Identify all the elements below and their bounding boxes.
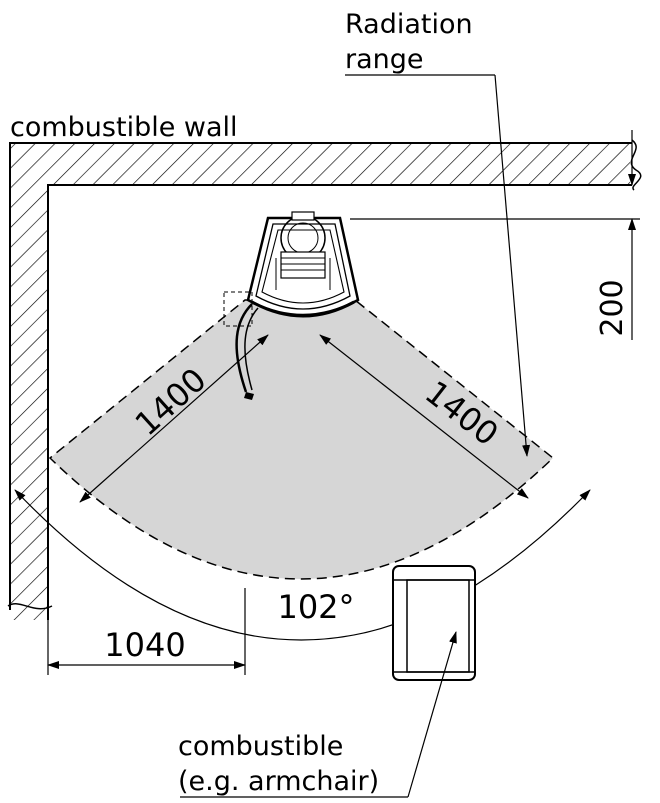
dimension-angle: 102° [14, 489, 591, 641]
leader-armchair [180, 631, 457, 798]
combustible-wall-label: combustible wall [10, 112, 238, 143]
dimension-angle-value: 102° [277, 588, 354, 626]
radiation-range-label-line1: Radiation [345, 9, 473, 40]
leader-radiation-range [345, 74, 531, 457]
dimension-wall-clearance-value: 200 [595, 279, 630, 336]
stove [223, 211, 360, 400]
combustible-wall [7, 139, 642, 620]
dimension-wall-clearance: 200 [350, 130, 640, 340]
armchair [392, 565, 476, 681]
dimension-side-offset-value: 1040 [104, 626, 185, 664]
combustible-object-label-line2: (e.g. armchair) [178, 766, 379, 797]
dimension-side-offset: 1040 [47, 588, 246, 675]
radiation-range-label-line2: range [345, 44, 424, 75]
combustible-object-label-line1: combustible [178, 731, 343, 762]
